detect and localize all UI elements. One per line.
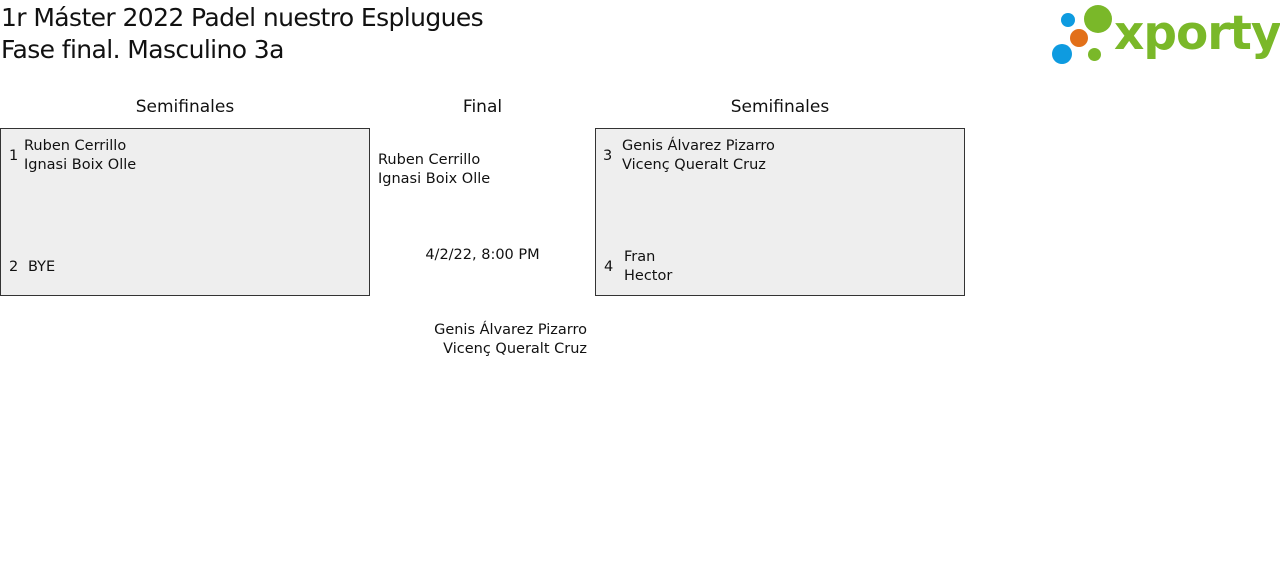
team-bottom: Fran Hector [624,248,672,286]
semifinal-match-left[interactable]: 1 Ruben Cerrillo Ignasi Boix Olle 2 BYE [0,128,370,296]
seed-number: 2 [9,259,19,275]
logo-dot-blue-large-icon [1052,44,1072,64]
phase-title: Fase final. Masculino 3a [1,35,284,64]
semifinal-match-right[interactable]: 3 Genis Álvarez Pizarro Vicenç Queralt C… [595,128,965,296]
logo-wordmark: xporty [1114,6,1280,61]
round-header-final: Final [462,97,503,117]
player-name: Vicenç Queralt Cruz [622,157,766,173]
seed-number: 4 [604,259,614,275]
team-top: Genis Álvarez Pizarro Vicenç Queralt Cru… [622,137,775,175]
tournament-title: 1r Máster 2022 Padel nuestro Esplugues [1,3,484,32]
player-name: Ruben Cerrillo [24,138,127,154]
seed-number: 1 [9,148,19,164]
logo-dot-green-large-icon [1084,5,1112,33]
logo-dot-green-small-icon [1088,48,1101,61]
round-header-semifinal-right: Semifinales [730,97,830,117]
page-title: 1r Máster 2022 Padel nuestro Esplugues F… [1,2,484,66]
round-header-semifinal-left: Semifinales [135,97,235,117]
player-name: Ignasi Boix Olle [24,157,137,173]
final-team-b: Genis Álvarez Pizarro Vicenç Queralt Cru… [370,321,587,359]
player-name: Genis Álvarez Pizarro [622,138,775,154]
player-name: Genis Álvarez Pizarro [434,322,587,338]
final-datetime: 4/2/22, 8:00 PM [425,247,540,263]
player-name: BYE [28,259,56,275]
player-name: Fran [624,249,656,265]
logo-dot-orange-icon [1070,29,1088,47]
player-name: Hector [624,268,673,284]
seed-number: 3 [603,148,613,164]
logo-dot-blue-small-icon [1061,13,1075,27]
final-team-a: Ruben Cerrillo Ignasi Boix Olle [378,151,490,189]
team-bye: BYE [28,258,55,277]
team-winner: Ruben Cerrillo Ignasi Boix Olle [24,137,136,175]
xporty-logo[interactable]: xporty [1050,4,1280,66]
player-name: Ruben Cerrillo [378,152,481,168]
player-name: Vicenç Queralt Cruz [443,341,587,357]
player-name: Ignasi Boix Olle [378,171,491,187]
